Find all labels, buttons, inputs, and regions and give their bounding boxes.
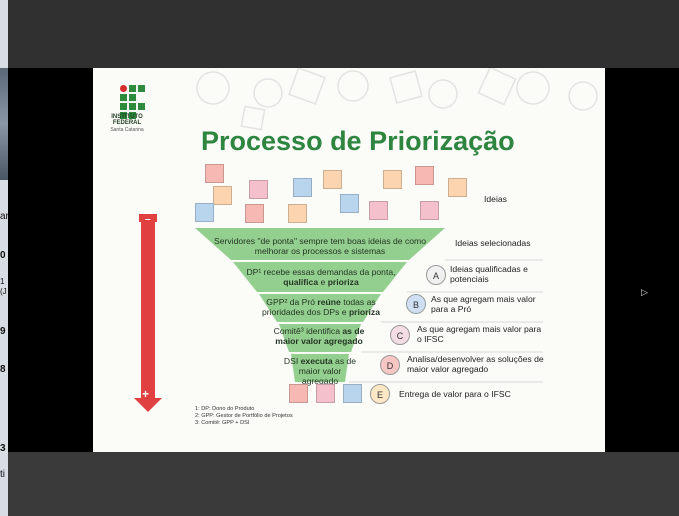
badge-b: B [406, 294, 426, 314]
left-panel-strip [0, 0, 8, 516]
left-cut-text: 3 [0, 443, 6, 454]
value-arrow-cap [139, 214, 157, 222]
letterbox-right [605, 68, 679, 452]
video-top-band [8, 0, 679, 68]
band-text-3: GPP² da Pró reúne todas as prioridades d… [262, 297, 380, 317]
badge-c: C [390, 325, 410, 345]
badge-d: D [380, 355, 400, 375]
band-text-4: Comitê³ identifica as de maior valor agr… [273, 326, 365, 346]
mouse-cursor-icon: ▷ [641, 287, 648, 297]
logo-text: INSTITUTO FEDERAL [111, 114, 143, 126]
badge-e: E [370, 384, 390, 404]
presentation-slide: INSTITUTO FEDERAL Santa Catarina Process… [93, 68, 605, 452]
left-cut-text: 8 [0, 364, 6, 375]
minus-icon: – [145, 214, 151, 225]
footnotes: 1: DP: Dono do Produto 2: GPP: Gestor de… [195, 406, 293, 426]
band-text-5: DSI executa as de maior valor agregado [283, 356, 357, 386]
priority-funnel [195, 228, 543, 383]
plus-icon: + [142, 387, 150, 401]
band-text-1: Servidores "de ponta" sempre tem boas id… [214, 236, 426, 256]
stage-label-d: Analisa/desenvolver as soluções de maior… [407, 354, 544, 374]
letterbox-left [8, 68, 93, 452]
value-axis-label: Maior valor agregado para o IFSC [144, 224, 156, 384]
left-cut-text: ar [0, 211, 9, 222]
stage-label-e: Entrega de valor para o IFSC [399, 389, 511, 399]
video-bottom-band [8, 452, 679, 516]
stage-label-b: As que agregam mais valor para a Pró [431, 294, 536, 314]
value-arrow [141, 220, 155, 402]
band-text-2: DP¹ recebe essas demandas da ponta, qual… [246, 267, 396, 287]
left-cut-text: (J [0, 287, 7, 296]
participant-thumbnail [0, 68, 8, 180]
left-cut-text: 0 [0, 250, 6, 261]
left-cut-text: 9 [0, 326, 6, 337]
logo-subtitle: Santa Catarina [110, 127, 144, 133]
left-cut-text: ti [0, 469, 5, 480]
stage-label-selected: Ideias selecionadas [455, 238, 531, 248]
stage-label-c: As que agregam mais valor para o IFSC [417, 324, 542, 344]
decorative-shapes [196, 68, 598, 131]
left-cut-text: 1 [0, 277, 5, 286]
badge-a: A [426, 265, 446, 285]
stage-label-a: Ideias qualificadas e potenciais [450, 264, 528, 284]
slide-title: Processo de Priorização [201, 126, 515, 156]
ideas-label: Ideias [484, 194, 507, 204]
value-arrow-head [134, 398, 162, 412]
